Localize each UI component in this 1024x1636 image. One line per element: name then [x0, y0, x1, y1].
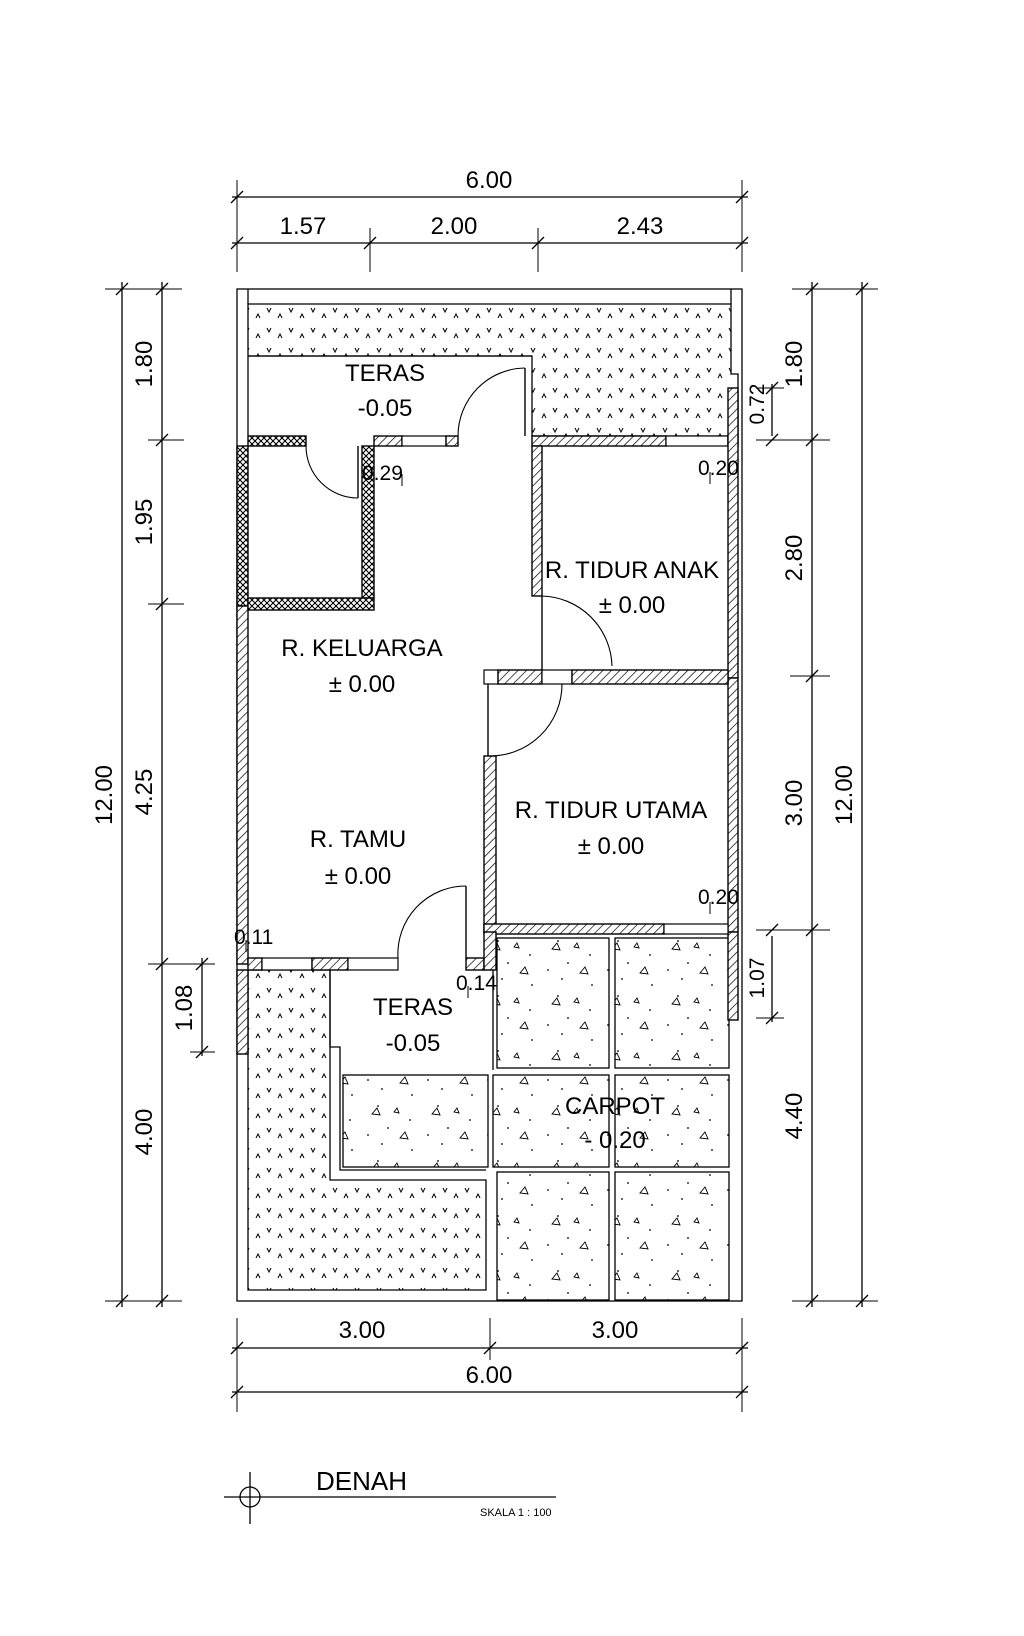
dim-bottom-total: 6.00 [466, 1362, 513, 1389]
wall-note-1: 0.29 [362, 462, 403, 485]
dim-right-segment-3: 3.00 [781, 780, 808, 827]
dim-bottom-segment-2: 3.00 [592, 1317, 639, 1344]
wall-notes: 0.29 0.20 0.20 0.11 0.14 [234, 457, 739, 998]
dim-right-total: 12.00 [831, 765, 858, 825]
walls [236, 355, 739, 1070]
drawing-scale: SKALA 1 : 100 [480, 1507, 552, 1519]
drawing-title: DENAH [316, 1466, 407, 1496]
top-dimension-chain: 6.00 1.57 2.00 2.43 [230, 167, 749, 272]
dim-right-small-1: 0.72 [746, 384, 769, 425]
bottom-dimension-chain: 3.00 3.00 6.00 [230, 1317, 749, 1412]
dim-right-small-2: 1.07 [746, 958, 769, 999]
room-teras-top-level: -0.05 [358, 395, 413, 422]
left-dimension-chain: 12.00 1.80 1.95 4.25 4.00 1.08 [91, 282, 215, 1308]
dim-right-segment-1: 1.80 [781, 341, 808, 388]
room-tamu-level: ± 0.00 [325, 863, 392, 890]
dim-left-segment-3: 4.25 [131, 769, 158, 816]
dim-right-segment-4: 4.40 [781, 1093, 808, 1140]
wall-note-2: 0.20 [698, 457, 739, 480]
title-block: DENAH SKALA 1 : 100 [224, 1466, 556, 1524]
wall-note-5: 0.14 [456, 972, 497, 995]
room-labels: TERAS -0.05 R. TIDUR ANAK ± 0.00 R. KELU… [281, 360, 719, 1154]
room-tamu-name: R. TAMU [310, 826, 406, 853]
room-tidur-anak-name: R. TIDUR ANAK [545, 557, 719, 584]
wall-note-3: 0.20 [698, 886, 739, 909]
right-dimension-chain: 12.00 1.80 2.80 3.00 4.40 0.72 1.07 [746, 282, 878, 1308]
dim-bottom-segment-1: 3.00 [339, 1317, 386, 1344]
room-carpot-name: CARPOT [565, 1093, 665, 1120]
dim-left-segment-1: 1.80 [131, 341, 158, 388]
dim-top-segment-1: 1.57 [280, 213, 327, 240]
doors [305, 367, 613, 959]
room-teras-bottom-level: -0.05 [386, 1030, 441, 1057]
room-carpot-level: - 0.20 [584, 1127, 645, 1154]
wall-note-4: 0.11 [234, 926, 273, 949]
dim-top-segment-3: 2.43 [617, 213, 664, 240]
room-keluarga-name: R. KELUARGA [281, 635, 442, 662]
dim-left-segment-4: 4.00 [131, 1109, 158, 1156]
room-tidur-anak-level: ± 0.00 [599, 592, 666, 619]
room-teras-bottom-name: TERAS [373, 994, 453, 1021]
dim-top-segment-2: 2.00 [431, 213, 478, 240]
room-tidur-utama-name: R. TIDUR UTAMA [515, 797, 707, 824]
front-garden [247, 303, 739, 437]
room-teras-top-name: TERAS [345, 360, 425, 387]
dim-right-segment-2: 2.80 [781, 535, 808, 582]
carport-paving [330, 937, 730, 1301]
dim-top-total: 6.00 [466, 167, 513, 194]
dim-left-extra: 1.08 [171, 985, 198, 1032]
room-keluarga-level: ± 0.00 [329, 671, 396, 698]
room-tidur-utama-level: ± 0.00 [578, 833, 645, 860]
dim-left-segment-2: 1.95 [131, 499, 158, 546]
dim-left-total: 12.00 [91, 765, 118, 825]
